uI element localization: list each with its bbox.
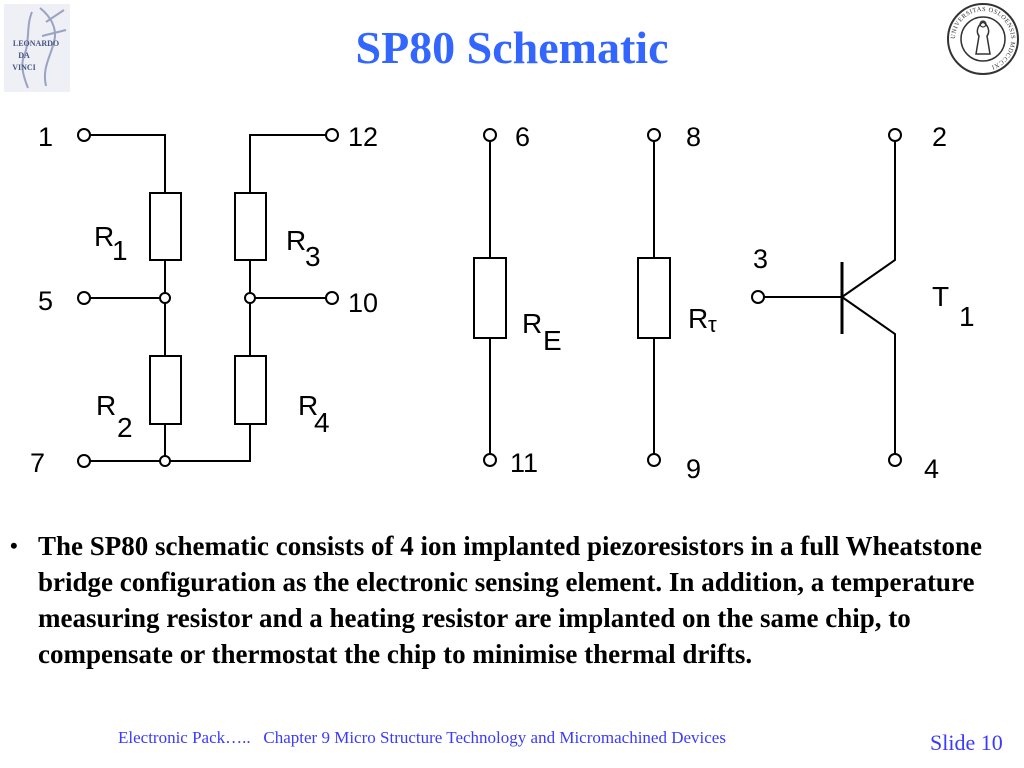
terminal-9 xyxy=(647,453,661,467)
junction-r1-r2 xyxy=(159,292,171,304)
bullet-paragraph: • The SP80 schematic consists of 4 ion i… xyxy=(10,528,990,672)
r1-sub: 1 xyxy=(112,235,128,266)
wire-r4-bottom xyxy=(165,424,251,462)
rtau-sub: τ xyxy=(708,312,717,337)
footer: Electronic Pack….. Chapter 9 Micro Struc… xyxy=(118,728,726,748)
body-text: The SP80 schematic consists of 4 ion imp… xyxy=(38,531,983,669)
r1-letter: R xyxy=(94,221,114,252)
pin-label-4: 4 xyxy=(924,454,939,484)
junction-r3-r4 xyxy=(244,292,256,304)
r4-sub: 4 xyxy=(314,407,330,438)
pin-label-9: 9 xyxy=(686,454,701,484)
sp80-schematic-diagram: 1 12 5 10 7 6 11 8 9 2 3 4 R 1 R 3 R 2 R… xyxy=(30,122,975,484)
junction-bottom xyxy=(159,455,171,467)
terminal-10 xyxy=(325,291,339,305)
re-letter: R xyxy=(522,308,542,339)
logo-left-line-3: VINCI xyxy=(12,63,36,72)
terminal-2 xyxy=(888,128,902,142)
t1-sub: 1 xyxy=(959,301,975,332)
logo-left-line-1: LEONARDO xyxy=(13,39,59,48)
slide-number: Slide 10 xyxy=(930,730,1003,755)
terminal-4 xyxy=(888,453,902,467)
t1-letter: T xyxy=(932,281,949,312)
logo-left-line-2: DA xyxy=(18,51,30,60)
r4-letter: R xyxy=(298,390,318,421)
resistor-r3 xyxy=(234,192,267,261)
bullet-marker: • xyxy=(10,533,18,558)
pin-label-11: 11 xyxy=(510,448,538,478)
r3-sub: 3 xyxy=(305,241,321,272)
transistor-collector xyxy=(841,141,896,298)
slide-title: SP80 Schematic xyxy=(355,22,669,73)
pin-label-5: 5 xyxy=(38,286,53,316)
resistor-r2 xyxy=(149,355,182,425)
pin-label-1: 1 xyxy=(38,122,53,152)
wire-pin12 xyxy=(249,134,326,193)
wire-pin1 xyxy=(90,134,166,193)
footer-left: Electronic Pack….. xyxy=(118,728,251,747)
resistor-r1 xyxy=(149,192,182,261)
terminal-11 xyxy=(483,453,497,467)
pin-label-10: 10 xyxy=(348,288,378,318)
terminal-8 xyxy=(647,128,661,142)
r3-letter: R xyxy=(286,225,306,256)
transistor-emitter xyxy=(841,296,896,454)
terminal-7 xyxy=(77,454,91,468)
terminal-1 xyxy=(77,128,91,142)
resistor-re xyxy=(473,257,507,339)
resistor-r4 xyxy=(234,355,267,425)
leonardo-da-vinci-logo: LEONARDO DA VINCI xyxy=(4,4,70,92)
pin-label-7: 7 xyxy=(30,448,45,478)
terminal-6 xyxy=(483,128,497,142)
footer-chapter: Chapter 9 Micro Structure Technology and… xyxy=(263,728,726,747)
pin-label-3: 3 xyxy=(753,244,768,274)
university-of-oslo-seal: UNIVERSITAS OSLOENSIS MDCCCXI xyxy=(947,3,1019,75)
pin-label-12: 12 xyxy=(348,122,378,152)
rtau-letter: R xyxy=(688,303,708,334)
terminal-3 xyxy=(751,290,765,304)
terminal-12 xyxy=(325,128,339,142)
pin-label-6: 6 xyxy=(515,122,530,152)
r2-letter: R xyxy=(96,390,116,421)
pin-label-8: 8 xyxy=(686,122,701,152)
r2-sub: 2 xyxy=(117,412,133,443)
re-sub: E xyxy=(543,325,562,356)
pin-label-2: 2 xyxy=(932,122,947,152)
resistor-rtau xyxy=(637,257,671,339)
terminal-5 xyxy=(77,291,91,305)
